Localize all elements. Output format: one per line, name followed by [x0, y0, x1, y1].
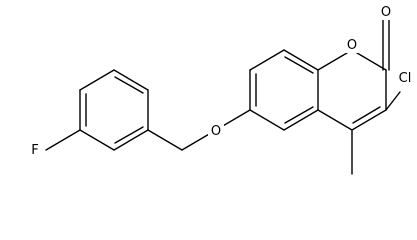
atom-labels: O O Cl O F — [28, 3, 415, 158]
chemical-structure: O O Cl O F — [28, 3, 415, 175]
bond-aryl-f — [45, 129, 81, 151]
bonds — [45, 19, 401, 175]
bond-c6-c5 — [283, 109, 319, 131]
bond-f3-f4 — [79, 69, 115, 91]
carbonyl-oxygen: O — [378, 3, 394, 20]
ring-oxygen: O — [344, 36, 360, 53]
chlorine-label: Cl — [399, 71, 412, 86]
bond-f2-f3-inner — [114, 76, 144, 94]
bond-c7-c6 — [249, 109, 285, 131]
bond-c3-c4-inner — [352, 106, 381, 124]
bond-f6-f1 — [113, 129, 149, 151]
bond-f2-f3 — [113, 69, 149, 91]
bond-c8a-o1 — [317, 49, 353, 71]
fluorine: F — [28, 141, 42, 158]
bond-ch2-aryl — [147, 129, 183, 151]
bond-c4a-c8a-inner — [284, 56, 314, 74]
ether-oxygen-label: O — [211, 124, 221, 139]
bond-c6-c5-inner — [284, 106, 314, 124]
bond-c3-c4 — [351, 109, 387, 131]
chlorine: Cl — [395, 69, 415, 86]
bond-c3-cl — [385, 91, 401, 111]
carbonyl-oxygen-label: O — [381, 5, 391, 20]
bond-f6-f1-inner — [114, 126, 144, 144]
bond-c4-c4a — [317, 109, 353, 131]
fluorine-label: F — [31, 143, 38, 158]
bond-f5-f6 — [79, 129, 115, 151]
bond-o1-c2 — [351, 49, 387, 71]
bond-c8a-c8 — [249, 49, 285, 71]
ether-oxygen: O — [208, 122, 224, 139]
ring-oxygen-label: O — [347, 38, 357, 53]
bond-c4a-c8a — [283, 49, 319, 71]
